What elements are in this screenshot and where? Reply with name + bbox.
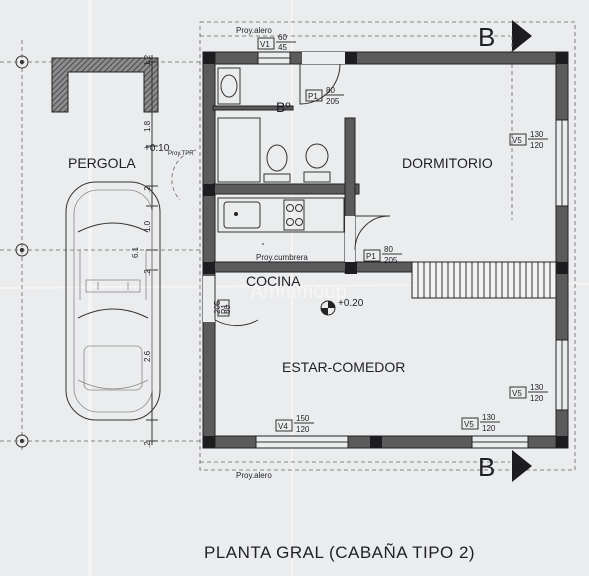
v1-height: 45 [278,43,287,52]
dim-5: .2 [143,269,152,276]
dim-2: 1.8 [143,120,152,132]
v1-tag: V1 [260,40,270,49]
dimension-chain: 1.2 1.8 .2 1.0 .2 6.1 2.6 .2 [131,54,158,448]
proy-tpr-label: Proy.TPR [168,151,194,157]
proy-cumbrera-label: Proy.cumbrera [256,253,308,262]
v4-width: 150 [296,414,310,423]
dim-7: 2.6 [143,350,152,362]
v5-dorm-tag: V5 [512,136,522,145]
section-b-bottom: B [478,452,495,482]
window-tag-v5-estar: V5 130 120 [509,383,548,403]
dim-6: 6.1 [131,246,140,258]
door-tag-p1-bano: P1 80 205 [305,86,344,106]
p1-bano-tag: P1 [308,92,318,101]
pergola: PERGOLA [51,57,159,171]
dormitorio-label: DORMITORIO [402,155,493,171]
p1-dorm-tag: P1 [366,252,376,261]
p1-entry-tag: P1 [220,304,229,314]
p1-bano-width: 80 [326,86,335,95]
estar-comedor-label: ESTAR-COMEDOR [282,359,405,375]
p1-dorm-height: 205 [384,256,398,265]
dim-8: .2 [143,441,152,448]
p1-entry-width: 80 [223,305,232,314]
door-tag-p1-entry: P1 80 205 [213,299,232,317]
proy-alero-bottom: Proy.alero [236,471,272,480]
dim-3: .2 [143,186,152,193]
level-symbol: +0.20 [320,298,364,316]
window-tag-v5-dorm: V5 130 120 [509,130,548,150]
window-tag-v5-bottom: V5 130 120 [461,413,500,433]
bathroom-label: Bº [276,99,290,115]
v5-bottom-width: 130 [482,413,496,422]
v5-bottom-height: 120 [482,424,496,433]
v4-height: 120 [296,425,310,434]
v5-estar-tag: V5 [512,389,522,398]
section-markers: B B [200,20,532,482]
p1-dorm-width: 80 [384,245,393,254]
door-swings [214,63,391,327]
level-label: +0.10 [144,143,170,154]
room-labels: DORMITORIO COCINA ESTAR-COMEDOR [246,155,493,375]
car-outline [65,181,161,421]
v5-bottom-tag: V5 [464,420,474,429]
structural-columns [203,52,568,448]
watermark: Ammmoup [250,281,347,303]
v5-dorm-width: 130 [530,130,544,139]
v5-dorm-height: 120 [530,141,544,150]
dim-4: 1.0 [143,220,152,232]
bathroom-fixtures: Bº [217,67,331,183]
window-tag-v4: V4 150 120 [275,414,314,434]
v4-tag: V4 [278,422,288,431]
v5-estar-width: 130 [530,383,544,392]
column-markers [0,40,200,450]
p1-entry-height: 205 [213,300,222,314]
section-b-top: B [478,22,495,52]
pergola-label: PERGOLA [68,155,136,171]
cocina-label: COCINA [246,273,301,289]
v1-width: 60 [278,33,287,42]
window-tag-v1: V1 60 45 [257,33,296,52]
p1-bano-height: 205 [326,97,340,106]
v5-estar-height: 120 [530,394,544,403]
stairs [411,261,557,299]
roof-projection: Proy.alero Proy.alero [199,21,576,480]
proy-alero-top: Proy.alero [236,26,272,35]
door-tag-p1-dorm: P1 80 205 [363,245,402,265]
level-mark-left: +0.10 Proy.TPR [144,143,197,201]
level-main-label: +0.20 [338,298,364,309]
kitchen-fixtures: Proy.cumbrera [217,197,345,262]
dim-1: 1.2 [143,54,152,66]
openings [203,51,569,449]
drawing-title: PLANTA GRAL (CABAÑA TIPO 2) [204,543,475,562]
